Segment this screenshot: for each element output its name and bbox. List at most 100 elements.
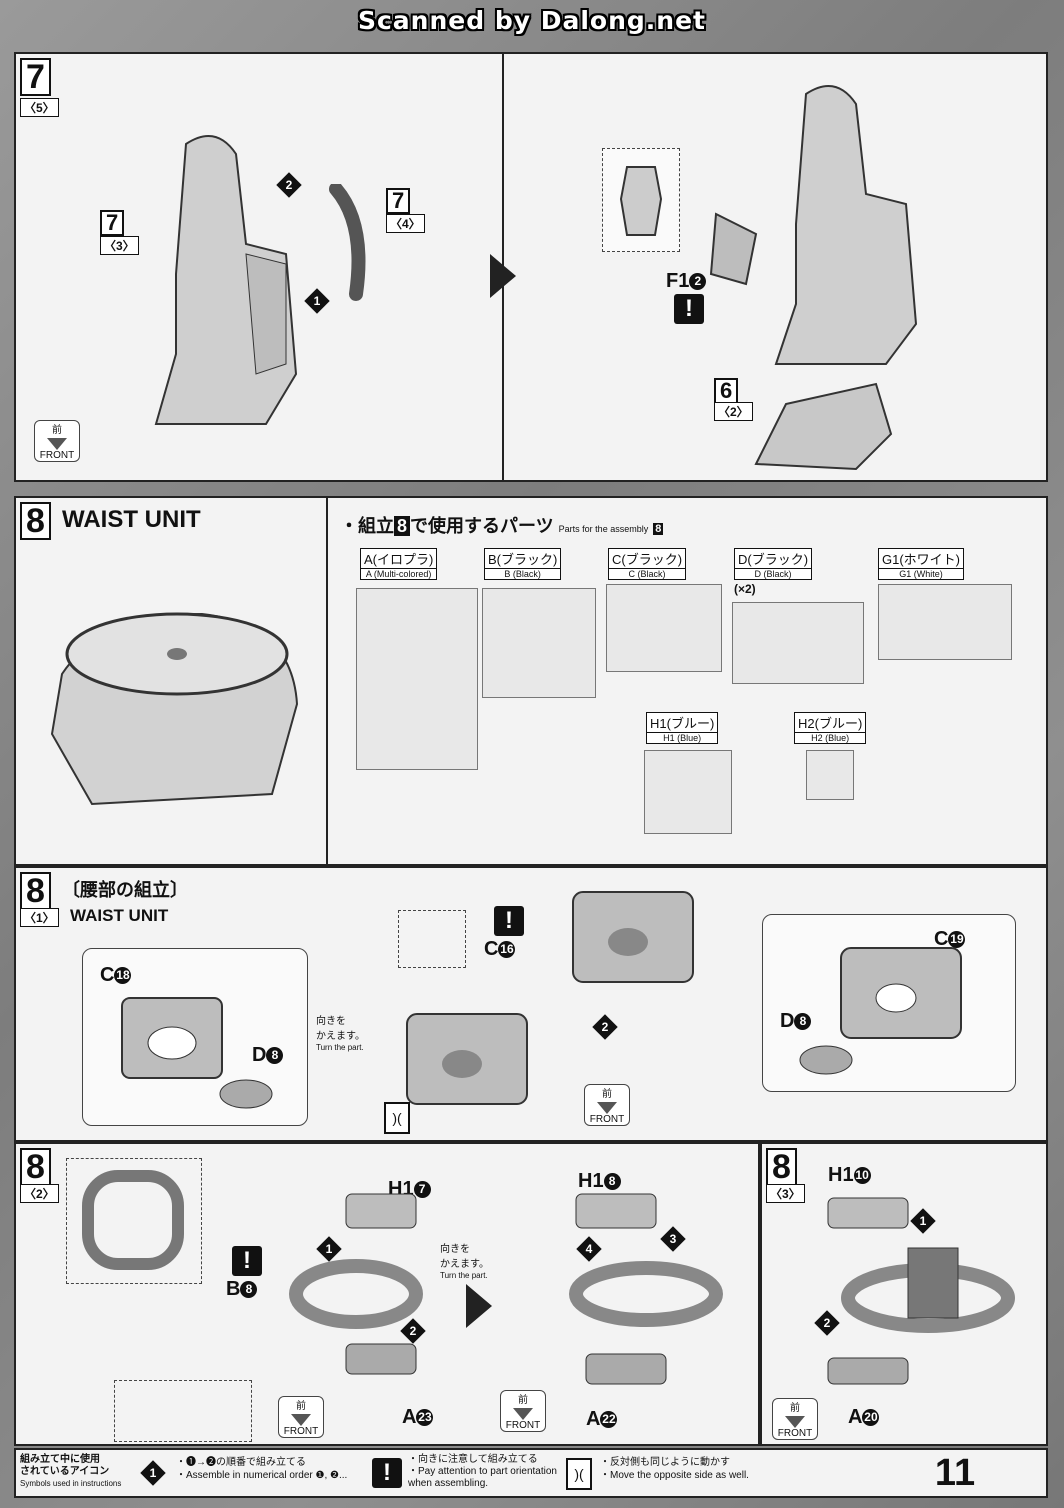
ring-assembly-illustration-c	[827, 1197, 1015, 1385]
runner-d-label: D(ブラック)D (Black)	[734, 548, 813, 580]
torso-illustration-right	[774, 85, 918, 365]
step8-3-number: 8	[766, 1148, 797, 1186]
runner-h1-label: H1(ブルー)H1 (Blue)	[646, 712, 719, 744]
runner-g1-label: G1(ホワイト)G1 (White)	[878, 548, 965, 580]
sequence-2-icon-b: 2	[592, 1014, 618, 1040]
waist-frame-illustration-right	[840, 947, 962, 1039]
part-7-3-num: 7	[100, 210, 125, 236]
attention-icon: !	[674, 294, 704, 324]
step8-2-sub: 〈2〉	[20, 1184, 59, 1203]
legend-attention-icon: !	[372, 1458, 402, 1488]
seq-2-icon-d: 2	[814, 1310, 840, 1336]
runner-d-qty: (×2)	[734, 582, 756, 596]
step7-number: 7	[20, 58, 51, 96]
legend-mirror-icon: )(	[566, 1458, 592, 1490]
step8-title: WAIST UNIT	[62, 506, 201, 533]
scan-credit: Scanned by Dalong.net	[357, 6, 706, 35]
intro-divider	[326, 498, 328, 864]
step8-1-sub: 〈1〉	[20, 908, 59, 927]
part-6-2-sub: 〈2〉	[714, 402, 753, 421]
next-arrow-icon	[490, 254, 516, 298]
attention-icon-2: !	[494, 906, 524, 936]
turn-note: 向きを かえます。Turn the part.	[316, 1016, 365, 1052]
loop-detail-box	[66, 1158, 202, 1284]
d8-part-illustration-right	[799, 1045, 853, 1075]
legend-sequence-icon: 1	[140, 1460, 166, 1486]
legend-item-sequence: ・❶→❷の順番で組み立てる・Assemble in numerical orde…	[176, 1457, 348, 1481]
part-7-4-sub: 〈4〉	[386, 214, 425, 233]
waist-frame-illustration-center	[406, 1013, 528, 1105]
step8-2-number: 8	[20, 1148, 51, 1186]
ring-assembly-illustration-a	[289, 1193, 423, 1375]
mirror-icon: )(	[384, 1102, 410, 1134]
detail-box	[602, 148, 680, 252]
runner-b	[482, 588, 596, 698]
page-number: 11	[934, 1452, 976, 1494]
badge-part-illustration	[619, 166, 663, 236]
step8-1-title-en: WAIST UNIT	[70, 906, 169, 925]
runner-h2	[806, 750, 854, 800]
small-detail-box	[398, 910, 466, 968]
legend-item-attention: ・向きに注意して組み立てる・Pay attention to part orie…	[408, 1454, 557, 1489]
step8-1-number: 8	[20, 872, 51, 910]
seq-3-icon: 3	[660, 1226, 686, 1252]
seq-2-icon-c: 2	[400, 1318, 426, 1344]
runner-c-label: C(ブラック)C (Black)	[608, 548, 687, 580]
part-6-2-num: 6	[714, 378, 739, 404]
ring-assembly-illustration-b	[569, 1193, 723, 1385]
tube-detail-box	[114, 1380, 252, 1442]
step8-3-sub: 〈3〉	[766, 1184, 805, 1203]
runner-d	[732, 602, 864, 684]
legend-item-mirror: ・反対側も同じように動かす・Move the opposite side as …	[600, 1457, 749, 1481]
torso-illustration-left	[154, 135, 298, 425]
runner-h1	[644, 750, 732, 834]
runner-a	[356, 588, 478, 770]
turn-note-2: 向きを かえます。Turn the part.	[440, 1244, 489, 1280]
skirt-part-illustration	[754, 382, 893, 471]
attention-icon-3: !	[232, 1246, 262, 1276]
waist-frame-illustration-left	[121, 997, 223, 1079]
runner-h2-label: H2(ブルー)H2 (Blue)	[794, 712, 867, 744]
seq-1-icon-c: 1	[316, 1236, 342, 1262]
cover-part-illustration	[709, 212, 758, 286]
step8-number: 8	[20, 502, 51, 540]
part-7-4-num: 7	[386, 188, 411, 214]
step8-1-title-jp: 〔腰部の組立〕	[62, 880, 188, 900]
d8-part-illustration-left	[219, 1079, 273, 1109]
waist-frame-illustration-top	[572, 891, 694, 983]
seq-4-icon: 4	[576, 1236, 602, 1262]
seq-1-icon-d: 1	[910, 1208, 936, 1234]
sequence-2-icon: 2	[276, 172, 302, 198]
next-arrow-icon-2	[466, 1284, 492, 1328]
runner-b-label: B(ブラック)B (Black)	[484, 548, 562, 580]
runner-g1	[878, 584, 1012, 660]
runner-a-label: A(イロプラ)A (Multi-colored)	[360, 548, 438, 580]
step7-sub: 〈5〉	[20, 98, 59, 117]
arm-part-illustration	[329, 184, 366, 301]
loop-part-illustration	[82, 1170, 184, 1270]
